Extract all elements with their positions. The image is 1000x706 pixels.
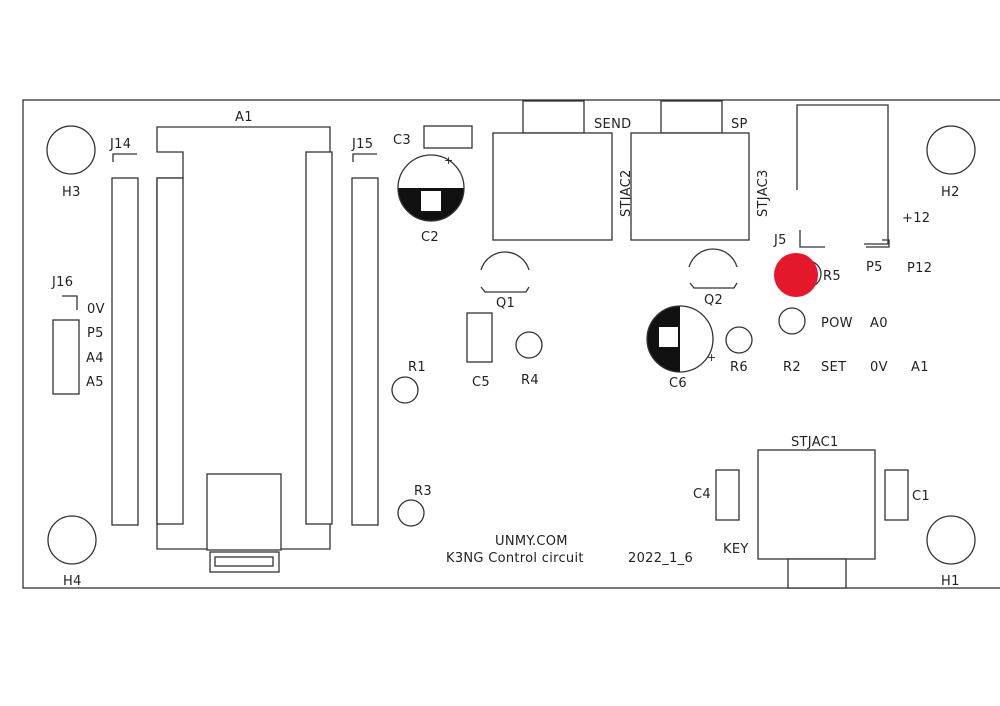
jack-stjac3-tab (660, 100, 723, 134)
resistor-r3 (397, 499, 425, 527)
label-c4: C4 (693, 487, 711, 502)
label-plus12: +12 (902, 211, 930, 226)
label-h1: H1 (941, 574, 960, 589)
label-r4: R4 (521, 373, 539, 388)
label-h2: H2 (941, 185, 960, 200)
label-p12: P12 (907, 261, 932, 276)
label-board-title: K3NG Control circuit (446, 551, 584, 566)
label-r2: R2 (783, 360, 801, 375)
label-r6: R6 (730, 360, 748, 375)
pin1-mark-j15 (352, 153, 377, 162)
label-send: SEND (594, 117, 631, 132)
header-j14 (111, 177, 139, 526)
resistor-r1 (391, 376, 419, 404)
capacitor-c6 (646, 305, 714, 373)
label-h4: H4 (63, 574, 82, 589)
label-j16: J16 (51, 275, 73, 290)
label-p5-right: P5 (866, 260, 883, 275)
jack-stjac2 (492, 132, 613, 241)
label-a0: A0 (870, 316, 888, 331)
transistor-q1-base (480, 286, 530, 293)
header-a1-right (305, 151, 333, 525)
label-site: UNMY.COM (495, 534, 568, 549)
usb-connector (206, 473, 282, 551)
label-set: SET (821, 360, 846, 375)
resistor-r4 (515, 331, 543, 359)
label-j5: J5 (773, 233, 787, 248)
capacitor-c6-plus: + (707, 351, 717, 364)
label-r1: R1 (408, 360, 426, 375)
label-a1-pin: A1 (911, 360, 929, 375)
jack-stjac1 (757, 449, 876, 560)
capacitor-c3 (423, 125, 473, 149)
red-marker-dot[interactable] (774, 253, 818, 297)
capacitor-c1 (884, 469, 909, 521)
header-a1-left (156, 177, 184, 525)
pin1-mark-j14 (112, 153, 137, 162)
board-outline (22, 99, 1000, 589)
label-stjac2: STJAC2 (619, 169, 634, 217)
jack-stjac1-tab (787, 558, 847, 589)
label-j16-p5: P5 (87, 326, 104, 341)
label-stjac1: STJAC1 (791, 435, 839, 450)
label-h3: H3 (62, 185, 81, 200)
connector-j5-corner (799, 230, 825, 248)
label-c3: C3 (393, 133, 411, 148)
label-board-date: 2022_1_6 (628, 551, 693, 566)
capacitor-c5 (466, 312, 493, 363)
label-j16-a4: A4 (86, 351, 104, 366)
label-r5: R5 (823, 269, 841, 284)
mounting-hole-h3 (46, 125, 96, 175)
label-key: KEY (723, 542, 749, 557)
label-pow: POW (821, 316, 853, 331)
label-a1: A1 (235, 110, 253, 125)
jack-stjac2-tab (522, 100, 585, 134)
label-j16-a5: A5 (86, 375, 104, 390)
capacitor-c2 (397, 154, 465, 222)
label-0v-right: 0V (870, 360, 888, 375)
capacitor-c2-plus: + (444, 154, 454, 167)
connector-j5 (796, 104, 889, 245)
label-sp: SP (731, 117, 748, 132)
label-stjac3: STJAC3 (756, 169, 771, 217)
pin1-mark-j16 (62, 295, 78, 310)
header-j16 (52, 319, 80, 395)
mounting-hole-h1 (926, 515, 976, 565)
label-c1: C1 (912, 489, 930, 504)
label-c2: C2 (421, 230, 439, 245)
mounting-hole-h4 (47, 515, 97, 565)
label-r3: R3 (414, 484, 432, 499)
usb-port-inner (214, 556, 274, 567)
transistor-q2-base (689, 282, 738, 289)
label-j15: J15 (351, 137, 373, 152)
header-j15 (351, 177, 379, 526)
transistor-q2 (688, 248, 738, 268)
capacitor-c4 (715, 469, 740, 521)
jack-stjac3 (630, 132, 750, 241)
resistor-r6 (725, 326, 753, 354)
capacitor-c6-pad (659, 327, 678, 347)
label-q1: Q1 (496, 296, 515, 311)
connector-j5-corner-right (866, 239, 890, 248)
label-q2: Q2 (704, 293, 723, 308)
mounting-hole-h2 (926, 125, 976, 175)
label-j14: J14 (109, 137, 131, 152)
transistor-q1 (480, 251, 530, 271)
label-j16-0v: 0V (87, 302, 105, 317)
label-c5: C5 (472, 375, 490, 390)
label-c6: C6 (669, 376, 687, 391)
capacitor-c2-pad (421, 191, 441, 211)
resistor-r2 (778, 307, 806, 335)
